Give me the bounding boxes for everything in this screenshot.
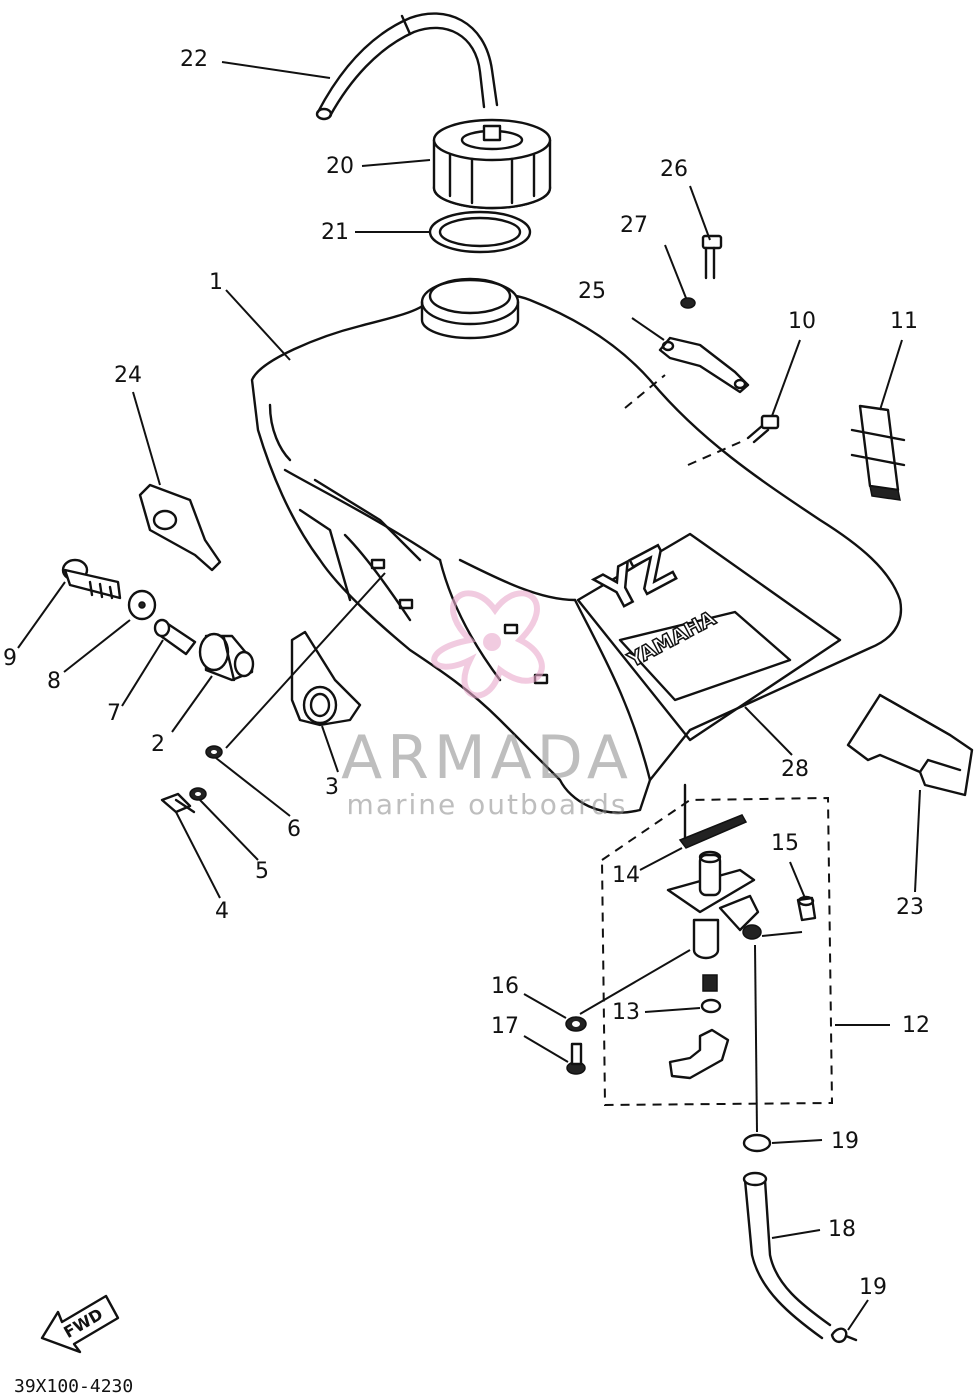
callouts: 1 2 3 4 5 6 7 8 9 10 11 12 13 14 15 16 1…	[3, 47, 930, 1300]
fuel-tank-1	[250, 277, 903, 814]
callout-25: 25	[578, 279, 606, 304]
callout-7: 7	[107, 701, 121, 726]
document-code: 39X100-4230	[14, 1376, 134, 1397]
callout-15: 15	[771, 831, 799, 856]
watermark-name: ARMADA	[341, 723, 633, 793]
nut-6	[205, 745, 223, 759]
callout-3: 3	[325, 775, 339, 800]
stay-plate-25	[658, 336, 750, 394]
callout-6: 6	[287, 817, 301, 842]
callout-24: 24	[114, 363, 142, 388]
callout-5: 5	[255, 859, 269, 884]
washer-16	[565, 1016, 587, 1032]
watermark-logo	[431, 590, 545, 699]
forward-arrow: FWD	[40, 1294, 120, 1354]
washer-5	[189, 787, 207, 801]
leader-lines	[17, 61, 921, 1331]
o-ring-13	[700, 974, 722, 1014]
callout-11: 11	[890, 309, 918, 334]
callout-27: 27	[620, 213, 648, 238]
fuel-cock-body	[666, 850, 762, 960]
callout-4: 4	[215, 899, 229, 924]
vent-hose-22	[315, 12, 499, 121]
fuel-cock-lever	[668, 1028, 730, 1080]
clip-19b	[830, 1327, 858, 1344]
gasket-14	[678, 783, 748, 849]
watermark-tagline: marine outboards	[347, 788, 628, 821]
washer-8	[127, 589, 157, 621]
cap-gasket-21	[428, 210, 532, 254]
callout-10: 10	[788, 309, 816, 334]
callout-12: 12	[902, 1013, 930, 1038]
callout-19b: 19	[859, 1275, 887, 1300]
damper-2	[198, 632, 255, 682]
bolt-10	[746, 414, 780, 444]
callout-16: 16	[491, 974, 519, 999]
pad-23	[846, 693, 974, 797]
bolt-9	[61, 558, 122, 600]
bracket-24	[138, 483, 222, 572]
callout-14: 14	[612, 863, 640, 888]
clip-19a	[742, 1133, 772, 1153]
fuel-cock-assembly-12	[600, 796, 834, 1107]
screw-15	[796, 895, 817, 922]
callout-17: 17	[491, 1014, 519, 1039]
clip-11	[850, 404, 906, 501]
bolt-4	[160, 792, 196, 814]
callout-19a: 19	[831, 1129, 859, 1154]
fuel-hose-18	[742, 1171, 832, 1340]
callout-9: 9	[3, 646, 17, 671]
callout-20: 20	[326, 154, 354, 179]
callout-2: 2	[151, 732, 165, 757]
screw-17	[566, 1042, 586, 1075]
watermark: ARMADA marine outboards	[341, 590, 633, 821]
callout-23: 23	[896, 895, 924, 920]
callout-28: 28	[781, 757, 809, 782]
collar-7	[153, 618, 197, 656]
callout-18: 18	[828, 1217, 856, 1242]
callout-8: 8	[47, 669, 61, 694]
washer-27	[680, 297, 696, 309]
callout-26: 26	[660, 157, 688, 182]
mount-bracket-3	[290, 630, 362, 727]
callout-13: 13	[612, 1000, 640, 1025]
callout-21: 21	[321, 220, 349, 245]
callout-1: 1	[209, 270, 223, 295]
callout-22: 22	[180, 47, 208, 72]
fuel-cap-20	[432, 118, 552, 210]
bolt-26	[701, 234, 723, 280]
